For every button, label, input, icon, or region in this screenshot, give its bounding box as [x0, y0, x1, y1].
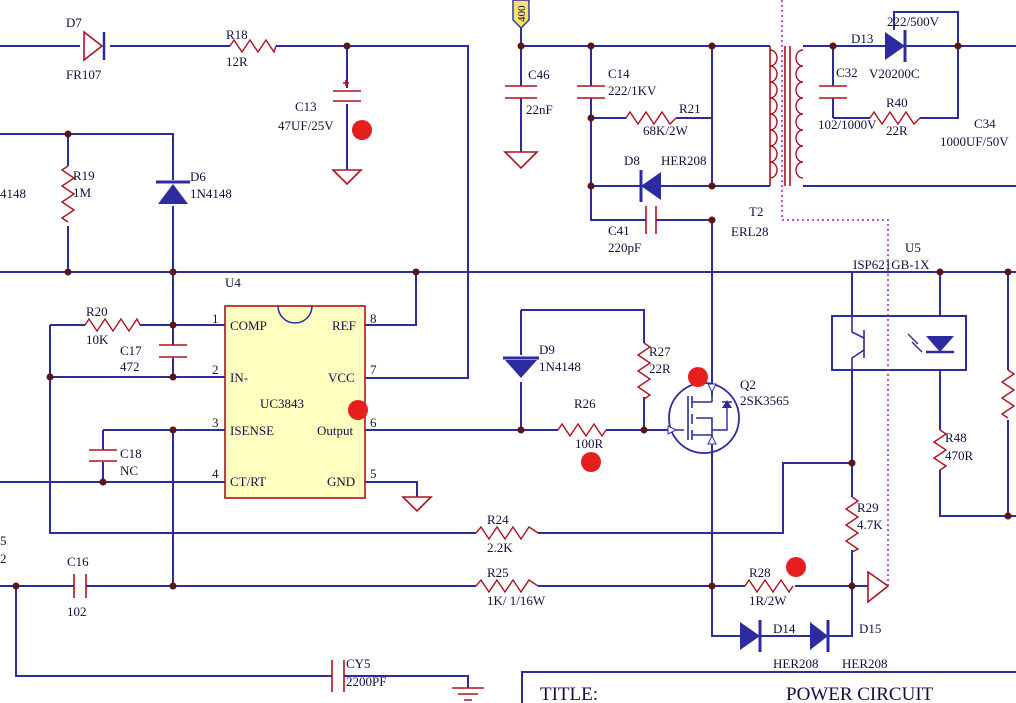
c32-value: 102/1000V: [818, 117, 877, 132]
q2-value: 2SK3565: [740, 393, 789, 408]
c16-ref: C16: [67, 554, 89, 569]
r20-value: 10K: [86, 332, 109, 347]
r48-ref: R48: [945, 430, 967, 445]
c46-value: 22nF: [526, 102, 553, 117]
d9-ref: D9: [539, 342, 555, 357]
r21-ref: R21: [679, 101, 701, 116]
d6-ref: D6: [190, 169, 206, 184]
u4-pin-num: 8: [370, 311, 377, 326]
r24-ref: R24: [487, 512, 509, 527]
c34-value: 1000UF/50V: [940, 134, 1009, 149]
d14-value: HER208: [773, 656, 819, 671]
r19-value: 1M: [73, 185, 92, 200]
u4-pin-name: ISENSE: [230, 423, 274, 438]
c18-value: NC: [120, 463, 138, 478]
d7-ref: D7: [66, 15, 82, 30]
cap-top-value: 222/500V: [887, 14, 940, 29]
u5-value: ISP621GB-1X: [853, 257, 930, 272]
r26-ref: R26: [574, 396, 596, 411]
marker-dot[interactable]: [786, 557, 806, 577]
d7-value: FR107: [66, 67, 102, 82]
c13-value: 47UF/25V: [278, 118, 334, 133]
r20-ref: R20: [86, 304, 108, 319]
d9-value: 1N4148: [539, 359, 581, 374]
title-label: TITLE:: [540, 684, 598, 703]
r29-value: 4.7K: [857, 517, 883, 532]
u4-pin-num: 7: [370, 362, 377, 377]
annotation-markers: [348, 120, 806, 577]
r24-value: 2.2K: [487, 540, 513, 555]
r40-value: 22R: [886, 123, 908, 138]
d8-ref: D8: [624, 153, 640, 168]
cy5-value: 2200PF: [346, 674, 386, 689]
d8-value: HER208: [661, 153, 707, 168]
r18-value: 12R: [226, 54, 248, 69]
c14-value: 222/1KV: [608, 83, 657, 98]
u4-pin-num: 4: [212, 466, 219, 481]
u4-pin-name: REF: [332, 318, 356, 333]
u4-value: UC3843: [260, 396, 304, 411]
t2-value: ERL28: [731, 224, 769, 239]
d15-ref: D15: [859, 621, 881, 636]
q2-ref: Q2: [740, 377, 756, 392]
u4-pin-num: 2: [212, 362, 219, 377]
c34-ref: C34: [974, 116, 996, 131]
wires: [0, 11, 1016, 688]
marker-dot[interactable]: [352, 120, 372, 140]
c17-value: 472: [120, 359, 140, 374]
c41-ref: C41: [608, 223, 630, 238]
u4-pin-name: GND: [327, 474, 355, 489]
junction-dots: [12, 42, 1012, 590]
cy5-ref: CY5: [346, 656, 371, 671]
r25-ref: R25: [487, 565, 509, 580]
r28-ref: R28: [749, 565, 771, 580]
r25-value: 1K/ 1/16W: [487, 593, 546, 608]
left-edge-top: 5: [0, 533, 7, 548]
u4-pin-name: Output: [317, 423, 354, 438]
d13-value: V20200C: [869, 66, 920, 81]
c14-ref: C14: [608, 66, 630, 81]
d13-ref: D13: [851, 31, 873, 46]
u4-pin-num: 5: [370, 466, 377, 481]
parts: [60, 0, 1016, 703]
r48-value: 470R: [945, 448, 974, 463]
u4-pin-num: 1: [212, 311, 219, 326]
title-value: POWER CIRCUIT: [786, 684, 934, 703]
t2-ref: T2: [749, 204, 763, 219]
c41-value: 220pF: [608, 240, 641, 255]
r27-value: 22R: [649, 361, 671, 376]
u5-ref: U5: [905, 240, 921, 255]
u4-pin-name: CT/RT: [230, 474, 266, 489]
u4-pin-num: 3: [212, 415, 219, 430]
net-flag-label: 400: [516, 5, 528, 22]
c16-value: 102: [67, 604, 87, 619]
r19-ref: R19: [73, 168, 95, 183]
u4-pin-num: 6: [370, 415, 377, 430]
marker-dot[interactable]: [688, 367, 708, 387]
r27-ref: R27: [649, 344, 671, 359]
marker-dot[interactable]: [581, 452, 601, 472]
r40-ref: R40: [886, 95, 908, 110]
u4-pin-name: IN-: [230, 370, 248, 385]
r21-value: 68K/2W: [643, 123, 689, 138]
u4-ref: U4: [225, 275, 241, 290]
c13-ref: C13: [295, 99, 317, 114]
u4-pin-name: VCC: [328, 370, 355, 385]
r18-ref: R18: [226, 27, 248, 42]
c46-ref: C46: [528, 67, 550, 82]
c17-ref: C17: [120, 343, 142, 358]
r28-value: 1R/2W: [749, 593, 787, 608]
left-edge-bottom: 2: [0, 551, 7, 566]
d15-value: HER208: [842, 656, 888, 671]
c18-ref: C18: [120, 446, 142, 461]
r26-value: 100R: [575, 436, 604, 451]
d6-value: 1N4148: [190, 186, 232, 201]
u4-pin-name: COMP: [230, 318, 267, 333]
c32-ref: C32: [836, 65, 858, 80]
d14-ref: D14: [773, 621, 796, 636]
left-partial-label: 4148: [0, 186, 26, 201]
r29-ref: R29: [857, 500, 879, 515]
marker-dot[interactable]: [348, 400, 368, 420]
